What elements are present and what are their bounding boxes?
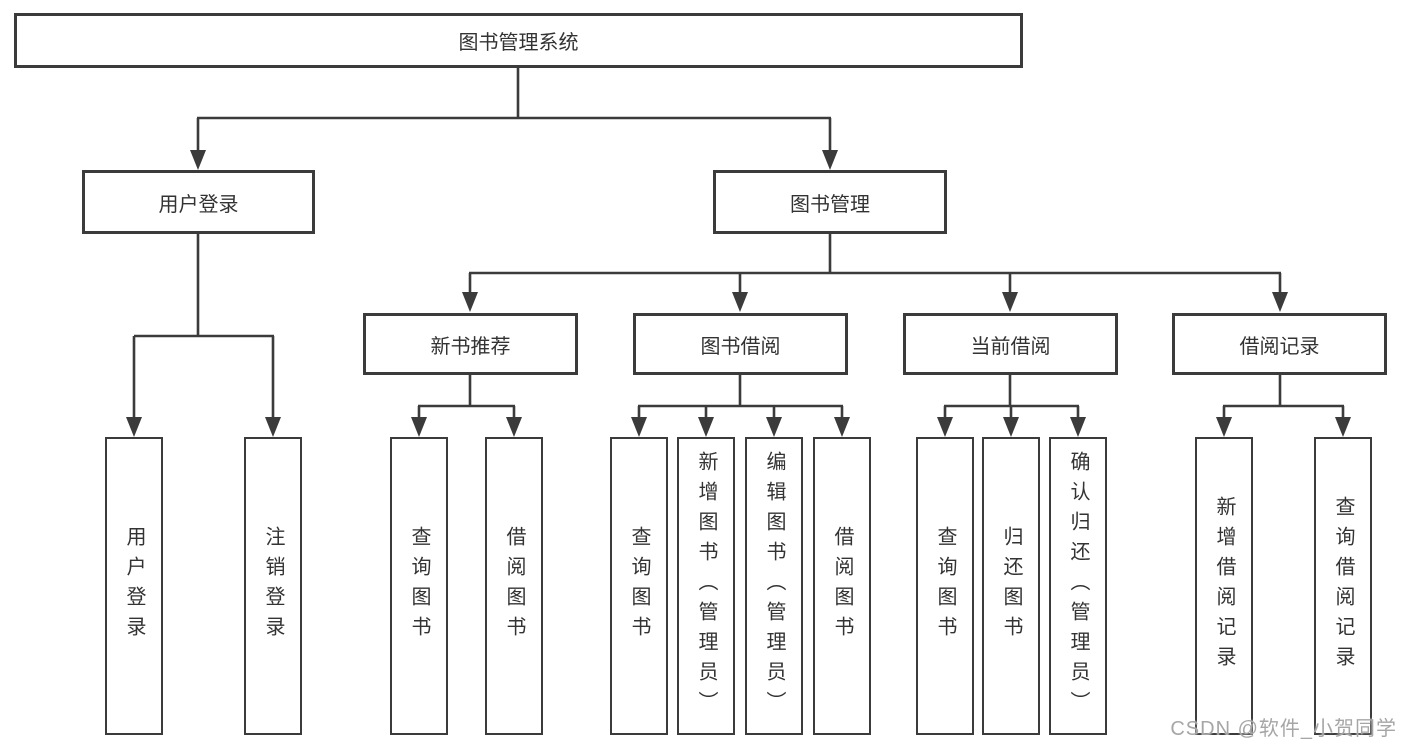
leaf-query-borrow-record: 查询借阅记录: [1314, 437, 1372, 735]
node-label: 图书借阅: [700, 335, 781, 358]
node-label: 借阅图书: [831, 526, 853, 646]
leaf-logout: 注销登录: [244, 437, 302, 735]
leaf-borrow-book-recommend: 借阅图书: [485, 437, 543, 735]
node-label: 借阅记录: [1239, 335, 1320, 358]
node-label: 归还图书: [1000, 526, 1022, 646]
leaf-add-borrow-record: 新增借阅记录: [1195, 437, 1253, 735]
node-label: 查询图书: [934, 526, 956, 646]
node-label: 注销登录: [262, 526, 284, 646]
node-label: 新增图书（管理员）: [695, 451, 717, 721]
node-label: 用户登录: [123, 526, 145, 646]
node-label: 查询图书: [408, 526, 430, 646]
node-label: 图书管理: [790, 193, 870, 216]
node-label: 当前借阅: [970, 335, 1051, 358]
node-label: 查询图书: [628, 526, 650, 646]
node-label: 图书管理系统: [458, 32, 579, 54]
node-book-borrow: 图书借阅: [633, 313, 848, 375]
leaf-user-login: 用户登录: [105, 437, 163, 735]
leaf-query-book-current: 查询图书: [916, 437, 974, 735]
leaf-borrow-book: 借阅图书: [813, 437, 871, 735]
csdn-watermark: CSDN @软件_小贺同学: [1170, 718, 1397, 740]
leaf-edit-book-admin: 编辑图书（管理员）: [745, 437, 803, 735]
node-new-book-recommend: 新书推荐: [363, 313, 578, 375]
node-user-login: 用户登录: [82, 170, 315, 234]
node-label: 用户登录: [158, 193, 239, 216]
node-current-borrow: 当前借阅: [903, 313, 1118, 375]
node-label: 新书推荐: [430, 335, 511, 358]
node-library-system: 图书管理系统: [14, 13, 1023, 68]
leaf-query-book-recommend: 查询图书: [390, 437, 448, 735]
node-label: 新增借阅记录: [1213, 496, 1235, 676]
node-book-management: 图书管理: [713, 170, 947, 234]
node-label: 编辑图书（管理员）: [763, 451, 785, 721]
node-label: 查询借阅记录: [1332, 496, 1354, 676]
leaf-confirm-return-admin: 确认归还（管理员）: [1049, 437, 1107, 735]
node-label: 借阅图书: [503, 526, 525, 646]
leaf-return-book: 归还图书: [982, 437, 1040, 735]
leaf-query-book-borrow: 查询图书: [610, 437, 668, 735]
node-borrow-record: 借阅记录: [1172, 313, 1387, 375]
leaf-add-book-admin: 新增图书（管理员）: [677, 437, 735, 735]
node-label: 确认归还（管理员）: [1067, 451, 1089, 721]
